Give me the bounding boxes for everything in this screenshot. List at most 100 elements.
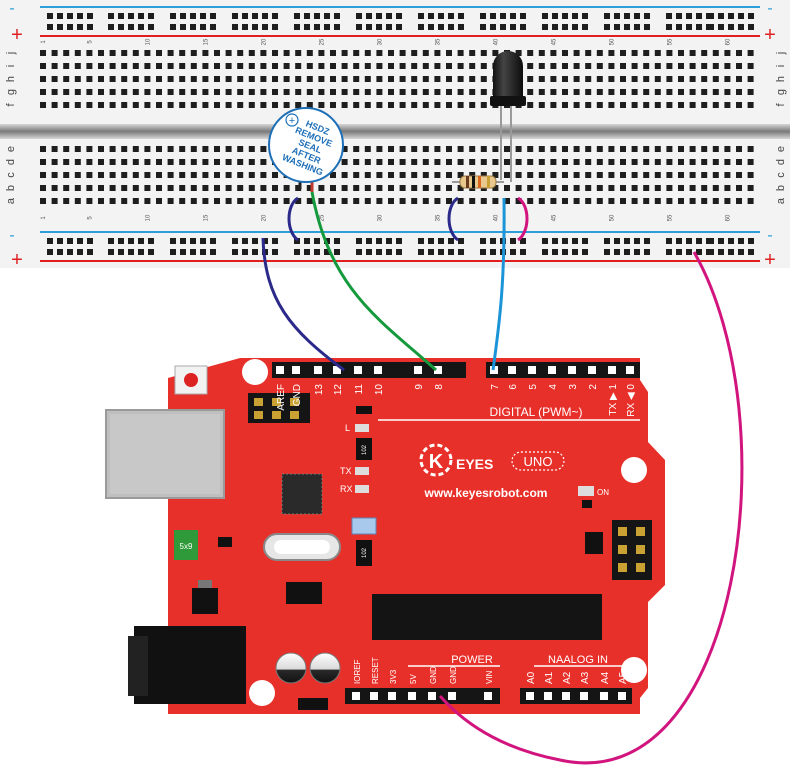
- terminal-hole: [585, 146, 592, 152]
- terminal-hole: [144, 76, 151, 82]
- terminal-hole: [156, 198, 162, 204]
- terminal-hole: [689, 50, 696, 56]
- rail-hole: [396, 13, 402, 19]
- rail-hole: [428, 238, 434, 244]
- rail-hole: [510, 238, 516, 244]
- terminal-hole: [550, 198, 557, 204]
- terminal-hole: [225, 76, 232, 82]
- smd-diode-left: [218, 537, 232, 547]
- terminal-hole: [353, 185, 360, 191]
- terminal-hole: [318, 185, 325, 191]
- digital-pin-label: 9: [414, 384, 425, 390]
- terminal-hole: [689, 198, 696, 204]
- terminal-hole: [573, 198, 580, 204]
- rail-hole: [148, 13, 154, 19]
- terminal-hole: [121, 63, 128, 69]
- row-letter: e: [775, 146, 787, 152]
- terminal-hole: [585, 102, 592, 108]
- terminal-hole: [562, 159, 568, 165]
- terminal-hole: [86, 89, 93, 95]
- terminal-hole: [399, 50, 406, 56]
- analog-pin-label: A1: [544, 671, 555, 684]
- terminal-hole: [678, 102, 684, 108]
- rail-hole: [180, 238, 186, 244]
- terminal-hole: [156, 102, 162, 108]
- terminal-hole: [121, 89, 128, 95]
- column-number: 35: [435, 214, 441, 221]
- icsp-pin: [290, 398, 299, 406]
- fuse-label: 5x9: [180, 542, 193, 551]
- terminal-hole: [109, 76, 116, 82]
- rail-hole: [232, 24, 238, 30]
- terminal-hole: [608, 50, 615, 56]
- rail-hole: [582, 24, 588, 30]
- terminal-hole: [666, 146, 673, 152]
- terminal-hole: [562, 89, 568, 95]
- terminal-hole: [214, 146, 220, 152]
- terminal-hole: [248, 159, 255, 165]
- power-pin: [370, 692, 378, 700]
- terminal-hole: [411, 102, 418, 108]
- terminal-hole: [63, 198, 70, 204]
- terminal-hole: [225, 159, 232, 165]
- terminal-hole: [608, 63, 615, 69]
- column-number: 30: [377, 38, 383, 45]
- rail-hole: [386, 249, 392, 255]
- terminal-hole: [620, 63, 626, 69]
- terminal-hole: [98, 89, 104, 95]
- rail-hole: [644, 249, 650, 255]
- power-pin-label: 3V3: [389, 669, 398, 684]
- rail-hole: [748, 249, 754, 255]
- terminal-hole: [98, 185, 104, 191]
- terminal-hole: [260, 102, 267, 108]
- rail-hole: [562, 24, 568, 30]
- rail-hole: [118, 13, 124, 19]
- terminal-hole: [678, 172, 684, 178]
- terminal-hole: [388, 76, 394, 82]
- terminal-hole: [237, 102, 244, 108]
- buzzer: + HSDZ REMOVE SEAL AFTER WASHING: [268, 107, 344, 192]
- terminal-hole: [376, 76, 383, 82]
- terminal-hole: [318, 89, 325, 95]
- terminal-hole: [214, 198, 220, 204]
- terminal-hole: [86, 63, 93, 69]
- terminal-hole: [492, 185, 499, 191]
- rail-hole: [480, 13, 486, 19]
- terminal-hole: [190, 198, 197, 204]
- rail-hole: [676, 238, 682, 244]
- digital-header-right: [486, 362, 640, 378]
- terminal-hole: [434, 159, 441, 165]
- reset-button-cap[interactable]: [184, 373, 198, 387]
- terminal-hole: [63, 76, 70, 82]
- terminal-hole: [747, 50, 754, 56]
- rail-hole: [458, 13, 464, 19]
- rail-hole: [57, 249, 63, 255]
- terminal-hole: [689, 89, 696, 95]
- terminal-hole: [341, 76, 348, 82]
- rail-hole: [200, 249, 206, 255]
- terminal-hole: [457, 63, 464, 69]
- power-pin: [352, 692, 360, 700]
- terminal-hole: [480, 172, 487, 178]
- model-badge-outline: [511, 451, 565, 471]
- terminal-hole: [411, 185, 418, 191]
- terminal-hole: [353, 172, 360, 178]
- rail-hole: [108, 238, 114, 244]
- terminal-hole: [434, 89, 441, 95]
- column-number: 40: [493, 38, 499, 45]
- buzzer-body: [268, 107, 344, 183]
- terminal-hole: [678, 76, 684, 82]
- rail-hole: [324, 24, 330, 30]
- rail-hole: [366, 238, 372, 244]
- terminal-hole: [51, 89, 58, 95]
- rail-hole: [200, 238, 206, 244]
- terminal-hole: [538, 50, 545, 56]
- terminal-hole: [260, 198, 267, 204]
- terminal-hole: [109, 50, 116, 56]
- digital-pin: [333, 366, 341, 374]
- rail-hole: [418, 24, 424, 30]
- terminal-hole: [74, 146, 81, 152]
- column-number: 55: [667, 214, 673, 221]
- rail-hole: [458, 238, 464, 244]
- logo-text: EYES: [456, 456, 493, 472]
